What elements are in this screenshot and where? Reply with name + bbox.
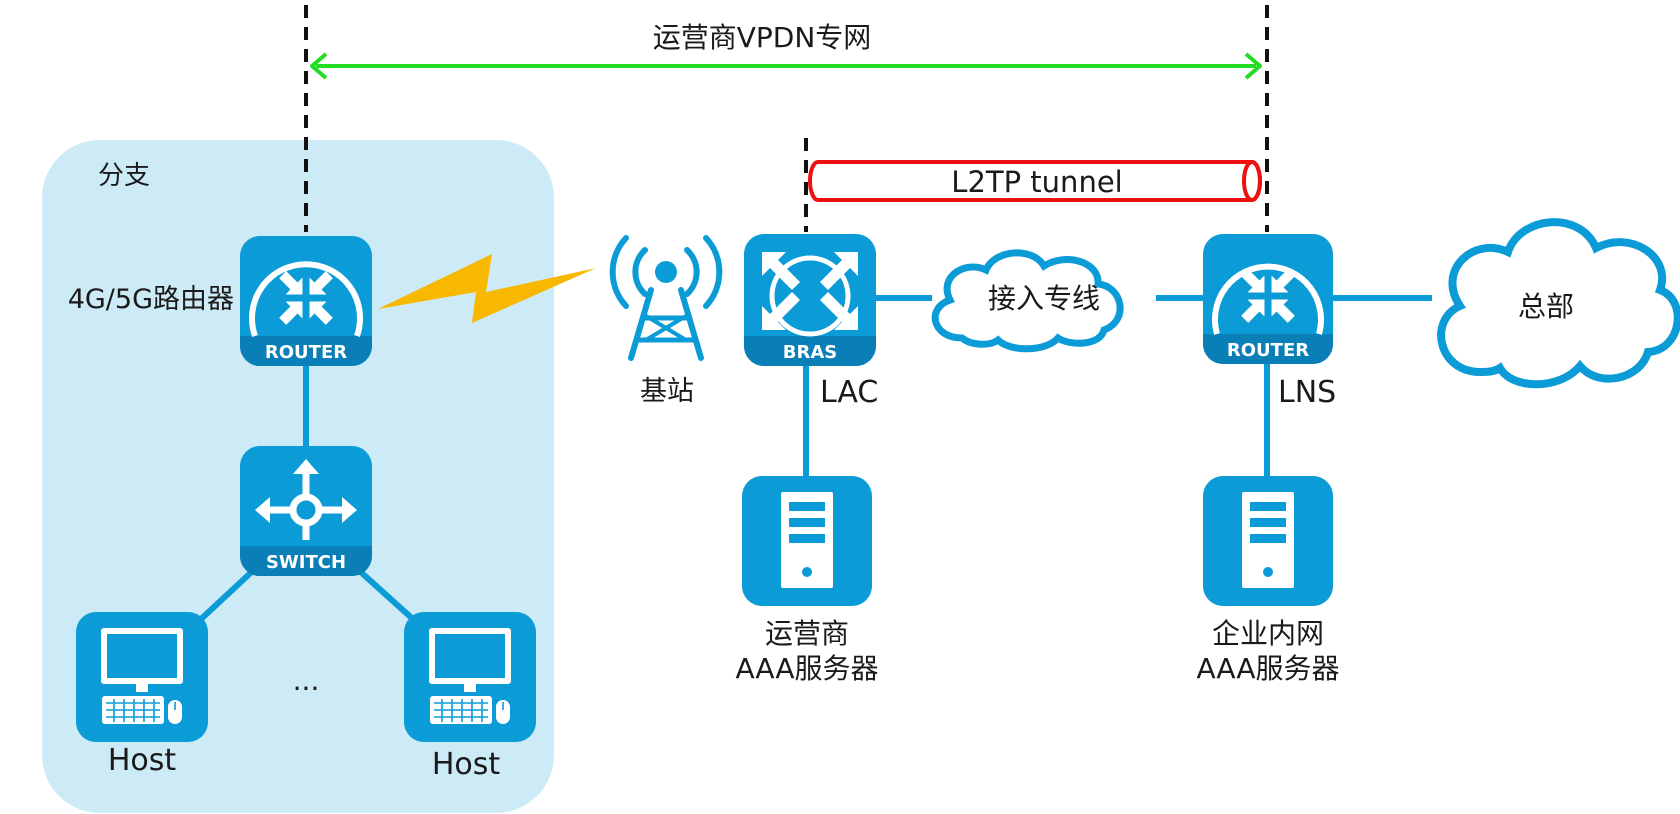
branch-router-name: ROUTER: [265, 342, 347, 363]
host-left: [76, 612, 208, 742]
carrier-aaa-label-line1: 运营商: [765, 617, 849, 650]
enterprise-aaa-label-line2: AAA服务器: [1196, 652, 1339, 685]
vpdn-arrow: [310, 52, 1262, 80]
links: [197, 295, 1432, 623]
lns-label: LNS: [1278, 375, 1336, 410]
server-icon: [1242, 492, 1294, 588]
link-switch-host-right: [351, 563, 417, 623]
host-right: [404, 612, 536, 742]
headquarters-label: 总部: [1518, 290, 1574, 323]
access-line-label: 接入专线: [988, 282, 1100, 315]
router-4g5g-label: 4G/5G路由器: [68, 284, 234, 315]
cloud-icon: [1437, 218, 1680, 389]
lns-router-name: ROUTER: [1227, 340, 1309, 361]
bras-name: BRAS: [783, 342, 837, 363]
host-right-label: Host: [432, 747, 501, 782]
vpdn-label: 运营商VPDN专网: [653, 21, 872, 54]
host-ellipsis: ...: [293, 664, 320, 697]
carrier-aaa-label-line2: AAA服务器: [735, 652, 878, 685]
switch-icon: [255, 459, 357, 540]
base-station-label: 基站: [640, 376, 694, 407]
branch-label: 分支: [98, 161, 150, 191]
server-icon: [781, 492, 833, 588]
radio-tower-icon: [609, 235, 723, 361]
switch-name: SWITCH: [266, 552, 346, 573]
host-left-label: Host: [108, 743, 177, 778]
lns-router: ROUTER: [1203, 234, 1333, 364]
host-computer-icon: [101, 628, 183, 724]
enterprise-aaa-label-line1: 企业内网: [1212, 617, 1324, 650]
branch-router: ROUTER: [240, 236, 372, 366]
l2tp-tunnel: [808, 160, 1262, 202]
l2tp-tunnel-label: L2TP tunnel: [951, 165, 1122, 199]
cloud-icon: [931, 249, 1124, 353]
bras: BRAS: [744, 234, 876, 366]
lac-label: LAC: [820, 375, 878, 410]
bras-icon: [762, 252, 858, 330]
enterprise-aaa-server: [1203, 476, 1333, 606]
switch: SWITCH: [240, 446, 372, 576]
carrier-aaa-server: [742, 476, 872, 606]
host-computer-icon: [429, 628, 511, 724]
lightning-icon: [378, 254, 596, 323]
link-switch-host-left: [197, 563, 261, 623]
